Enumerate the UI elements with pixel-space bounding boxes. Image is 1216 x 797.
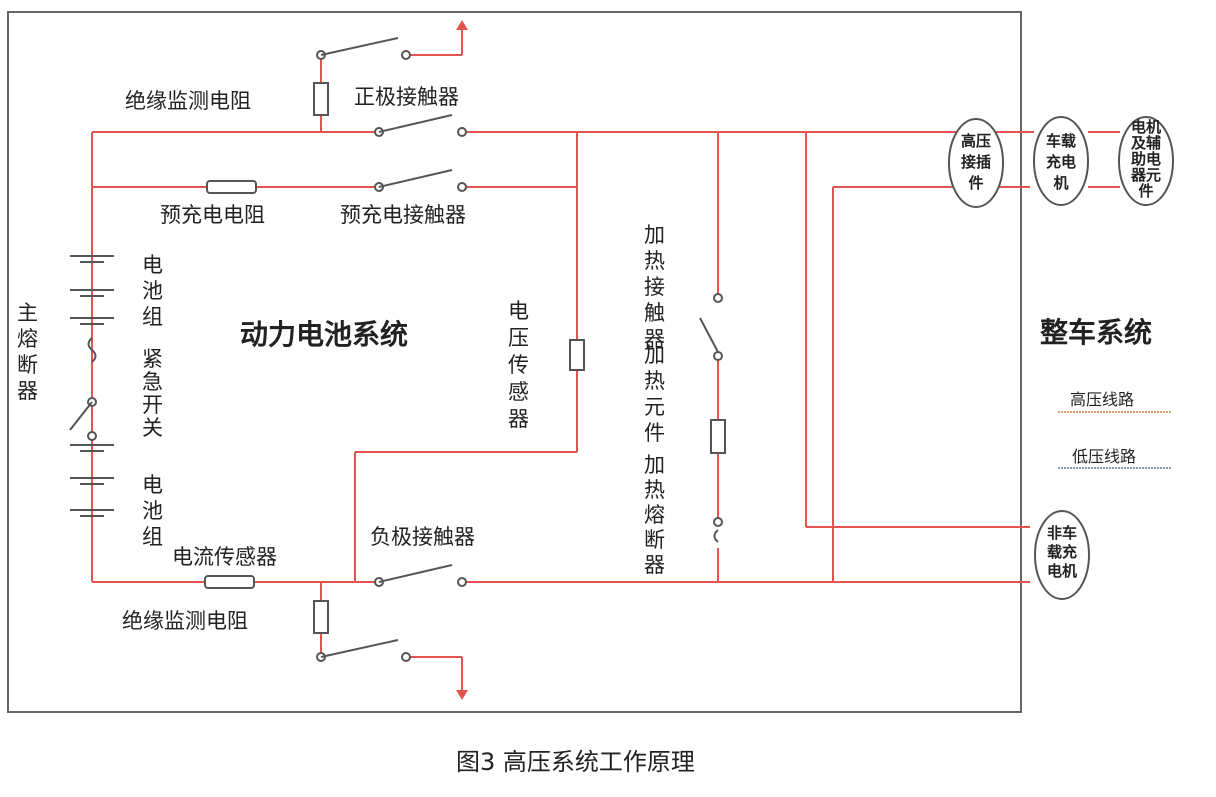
insulation-resistor-bottom [313, 600, 329, 634]
figure-caption: 图3 高压系统工作原理 [456, 748, 695, 776]
offboard-charger-ellipse [1034, 510, 1090, 600]
insulation-resistor-bottom-label: 绝缘监测电阻 [122, 609, 248, 633]
onboard-charger-label: 车载充电机 [1046, 132, 1076, 192]
lv-line-legend-label: 低压线路 [1072, 447, 1136, 466]
heating-element-label: 加热元件 [644, 343, 665, 445]
insulation-switch-top [316, 37, 411, 60]
emergency-switch-label: 紧急开关 [142, 347, 163, 440]
heating-fuse-label: 加热熔断器 [644, 453, 665, 577]
precharge-contactor-symbol [374, 169, 467, 192]
battery-pack-top-label: 电池组 [142, 253, 163, 329]
battery-pack-top-symbol [70, 255, 114, 325]
emergency-switch-symbol [69, 397, 97, 441]
insulation-resistor-top-label: 绝缘监测电阻 [125, 89, 251, 113]
insulation-switch-bottom [316, 639, 411, 662]
hv-connector-ellipse [948, 118, 1004, 208]
motor-aux-label: 电机及辅助电器元件 [1130, 118, 1161, 200]
system-frame [7, 11, 1022, 713]
battery-pack-bottom-label: 电池组 [142, 473, 163, 549]
power-battery-system-label: 动力电池系统 [240, 318, 408, 351]
heating-contactor-label: 加热接触器 [644, 223, 665, 351]
positive-contactor-label: 正极接触器 [354, 85, 459, 109]
main-fuse-label: 主熔断器 [17, 301, 38, 403]
voltage-sensor-symbol [569, 339, 585, 371]
battery-pack-bottom-symbol [70, 444, 114, 517]
ground-arrow-top [456, 20, 468, 30]
motor-aux-ellipse [1118, 116, 1174, 206]
hv-line-legend-label: 高压线路 [1070, 390, 1134, 409]
offboard-charger-label: 非车载充电机 [1047, 524, 1077, 580]
hv-connector-label: 高压接插件 [961, 132, 991, 192]
precharge-resistor-symbol [206, 180, 257, 194]
ground-arrow-bottom [456, 690, 468, 700]
current-sensor-symbol [204, 575, 255, 589]
precharge-contactor-label: 预充电接触器 [340, 203, 466, 227]
insulation-resistor-top [313, 82, 329, 116]
main-fuse-symbol [87, 337, 97, 363]
negative-contactor-symbol [374, 564, 467, 587]
heating-element-symbol [710, 419, 726, 454]
onboard-charger-ellipse [1033, 116, 1089, 206]
voltage-sensor-label: 电压传感器 [508, 299, 529, 431]
heating-fuse-symbol [713, 517, 723, 543]
negative-contactor-label: 负极接触器 [370, 525, 475, 549]
vertical-labels: 电池组主熔断器紧急开关电池组电压传感器加热接触器加热元件加热熔断器高压接插件车载… [17, 118, 1161, 580]
precharge-resistor-label: 预充电电阻 [160, 203, 265, 227]
current-sensor-label: 电流传感器 [172, 545, 277, 569]
vehicle-system-label: 整车系统 [1040, 316, 1152, 349]
positive-contactor-symbol [374, 114, 467, 137]
heating-contactor-symbol [699, 293, 723, 361]
